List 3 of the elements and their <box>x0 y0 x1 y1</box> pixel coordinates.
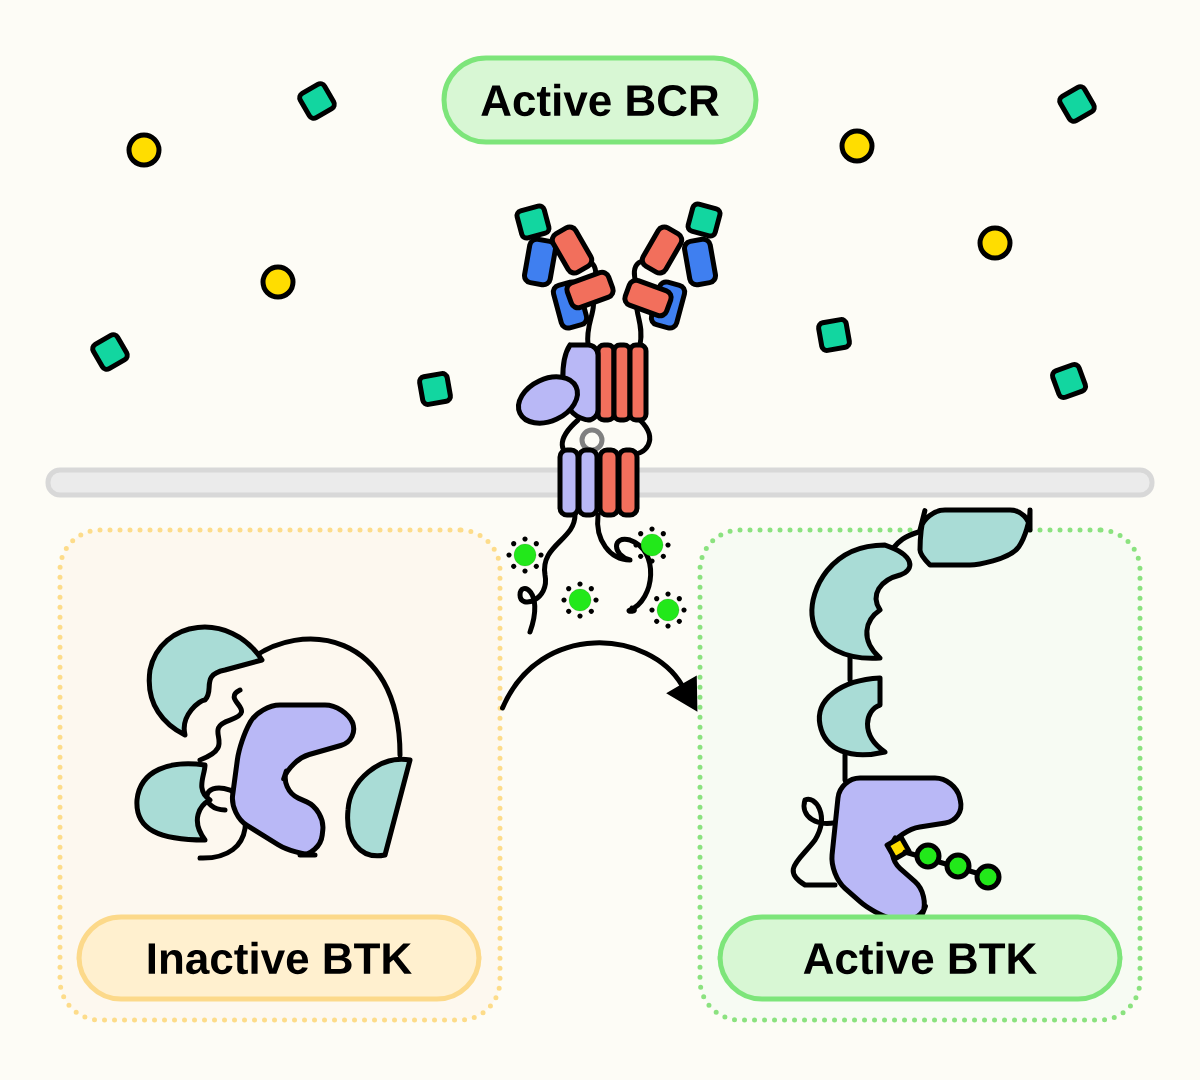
label-pill: Active BTK <box>717 914 1123 1002</box>
label-pill: Active BCR <box>441 55 759 145</box>
label-pill: Inactive BTK <box>76 914 482 1002</box>
